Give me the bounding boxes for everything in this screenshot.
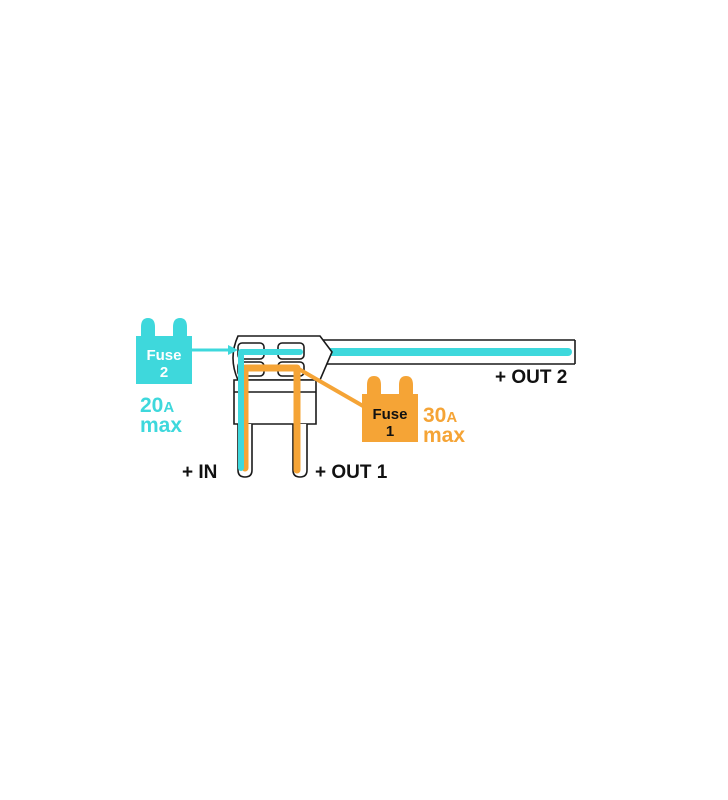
fuse1-rating-suffix: max (423, 424, 465, 447)
fuse2-rating-unit: A (163, 399, 174, 416)
fuse2-arrow (192, 345, 238, 355)
out1-terminal-label: + OUT 1 (315, 462, 388, 483)
fuse1-current-path (241, 364, 372, 474)
fuse2-rating-value: 20 (140, 394, 163, 417)
fuse1-label-line1: Fuse (372, 406, 407, 423)
svg-text:30A: 30A (423, 404, 457, 427)
fuse2-rating: 20A max (140, 394, 182, 437)
fuse1-rating-value: 30 (423, 404, 446, 427)
out2-terminal-label: + OUT 2 (495, 367, 567, 388)
fuse1-label-line2: 1 (386, 423, 394, 440)
fuse2-rating-suffix: max (140, 414, 182, 437)
fuse1-rating: 30A max (423, 404, 465, 447)
in-terminal-label: + IN (182, 462, 217, 483)
fuse1-rating-unit: A (446, 409, 457, 426)
fuse2-label-line1: Fuse (146, 347, 181, 364)
fuse1-icon: Fuse 1 (362, 376, 418, 442)
svg-text:20A: 20A (140, 394, 174, 417)
fuse2-label-line2: 2 (160, 364, 168, 381)
fuse2-icon: Fuse 2 (136, 318, 192, 384)
fuse2-current-path (238, 349, 303, 471)
